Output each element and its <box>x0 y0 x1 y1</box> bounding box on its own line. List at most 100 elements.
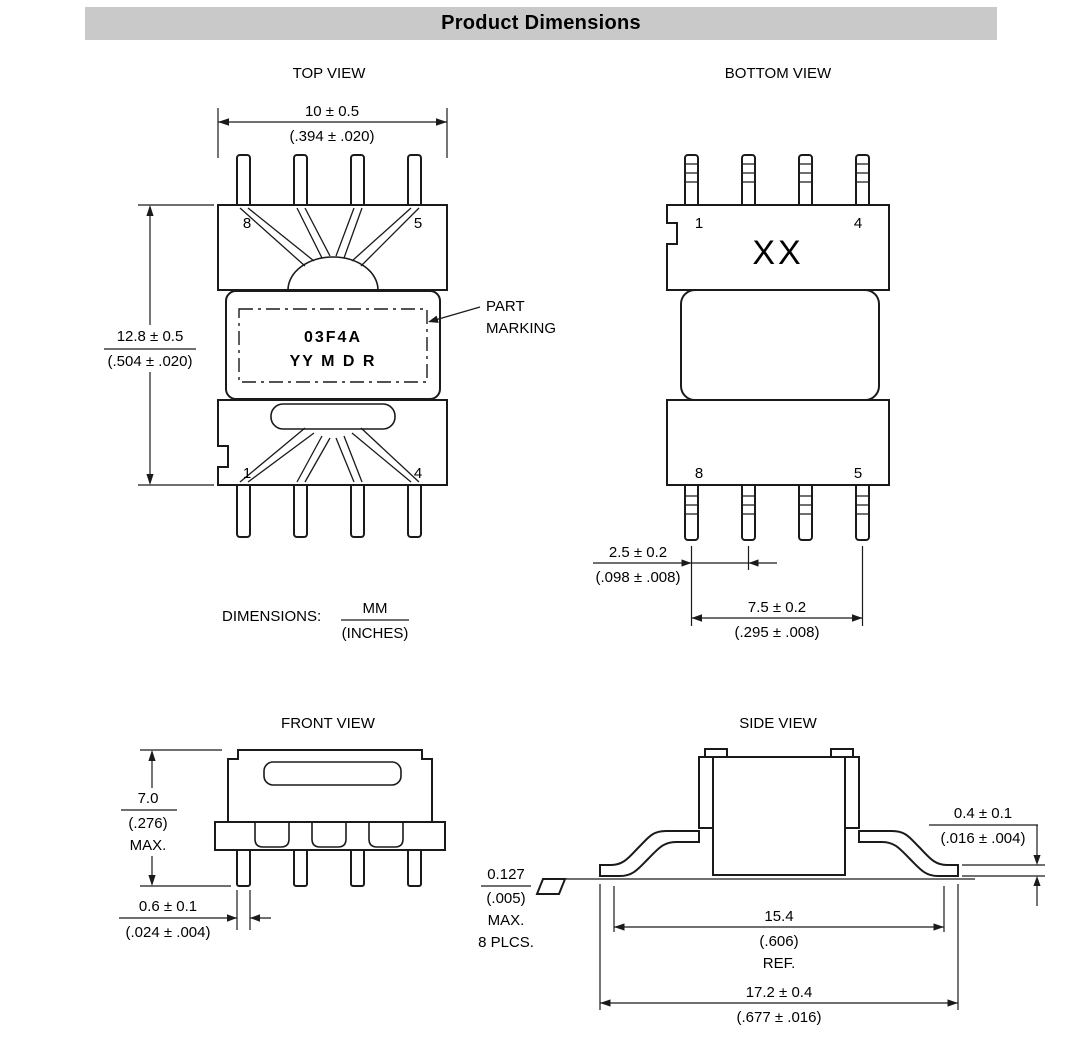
dim-inches: (.016 ± .004) <box>941 830 1026 847</box>
front-base <box>214 821 446 851</box>
side-flange-left <box>698 756 714 829</box>
dim-foot-span: 15.4 (.606) REF. <box>613 886 945 972</box>
dim-mm: 0.4 ± 0.1 <box>954 805 1012 822</box>
side-view: SIDE VIEW 0.4 ± 0.1 (.016 ± .004) 0 <box>478 715 1045 1026</box>
marking-outline <box>238 308 428 383</box>
dim-inches: (.098 ± .008) <box>596 569 681 586</box>
top-view-bottom-pins <box>236 482 422 538</box>
front-view-pins <box>236 847 422 887</box>
pin <box>407 847 422 887</box>
dim-inches: (.677 ± .016) <box>737 1009 822 1026</box>
dim-note: REF. <box>763 955 796 972</box>
side-leads <box>599 830 959 877</box>
pin-number: 8 <box>243 215 251 232</box>
coplanarity-note: 0.127 (.005) MAX. 8 PLCS. <box>478 866 567 951</box>
pin <box>236 482 251 538</box>
units-label: DIMENSIONS: <box>222 608 321 625</box>
pin <box>684 482 699 541</box>
part-marking-callout: PART MARKING <box>428 298 556 337</box>
bottom-view: BOTTOM VIEW 1 4 XX 8 5 <box>593 65 890 641</box>
dim-inches: (.005) <box>486 890 525 907</box>
pin <box>407 482 422 538</box>
bottom-flange <box>666 399 890 486</box>
dim-pin-width: 0.6 ± 0.1 (.024 ± .004) <box>119 890 271 941</box>
pin <box>350 154 365 208</box>
dim-note2: 8 PLCS. <box>478 934 534 951</box>
pin <box>293 482 308 538</box>
top-view-label: TOP VIEW <box>293 65 367 82</box>
page-title: Product Dimensions <box>441 12 641 34</box>
top-tab <box>830 748 854 758</box>
top-tab <box>704 748 728 758</box>
pin <box>407 154 422 208</box>
flatness-symbol <box>535 878 567 895</box>
pin <box>741 154 756 208</box>
dim-inches: (.276) <box>128 815 167 832</box>
dim-mm: 10 ± 0.5 <box>305 103 359 120</box>
dim-mm: 7.0 <box>138 790 159 807</box>
units-mm: MM <box>363 600 388 617</box>
dim-note1: MAX. <box>488 912 525 929</box>
pin <box>350 482 365 538</box>
side-flange-right <box>844 756 860 829</box>
bottom-view-label: BOTTOM VIEW <box>725 65 832 82</box>
front-view-label: FRONT VIEW <box>281 715 376 732</box>
dim-inches: (.024 ± .004) <box>126 924 211 941</box>
pin-number: 1 <box>695 215 703 232</box>
dim-inches: (.504 ± .020) <box>108 353 193 370</box>
top-flange <box>217 204 448 291</box>
dim-note: MAX. <box>130 837 167 854</box>
pin-number: 1 <box>243 465 251 482</box>
bottom-winding <box>239 403 420 483</box>
dim-mm: 7.5 ± 0.2 <box>748 599 806 616</box>
part-marking-line2: YY M D R <box>290 353 377 370</box>
dim-front-height: 7.0 (.276) MAX. <box>121 749 231 887</box>
dim-mm: 0.127 <box>487 866 525 883</box>
pin <box>798 482 813 541</box>
dim-top-height: 12.8 ± 0.5 (.504 ± .020) <box>104 204 214 486</box>
pin <box>855 482 870 541</box>
pin-number: 5 <box>854 465 862 482</box>
dim-inches: (.295 ± .008) <box>735 624 820 641</box>
top-winding <box>239 207 420 291</box>
dim-mm: 2.5 ± 0.2 <box>609 544 667 561</box>
page-title-bar: Product Dimensions <box>85 7 997 40</box>
units-inches: (INCHES) <box>342 625 409 642</box>
dim-mm: 0.6 ± 0.1 <box>139 898 197 915</box>
top-view: TOP VIEW 03F4A YY <box>104 65 556 538</box>
dim-mm: 17.2 ± 0.4 <box>746 984 813 1001</box>
front-view: FRONT VIEW 7.0 (.276) <box>119 715 446 941</box>
dim-mm: 15.4 <box>764 908 793 925</box>
pin <box>855 154 870 208</box>
pin-number: 4 <box>414 465 422 482</box>
front-slots <box>254 822 404 848</box>
dim-inches: (.606) <box>759 933 798 950</box>
top-view-top-pins <box>236 154 422 208</box>
pin <box>293 847 308 887</box>
side-core <box>712 756 846 876</box>
pin <box>236 154 251 208</box>
part-marking-line1: 03F4A <box>304 329 362 346</box>
pin <box>798 154 813 208</box>
pin <box>350 847 365 887</box>
callout-line1: PART <box>486 298 525 315</box>
side-view-label: SIDE VIEW <box>739 715 817 732</box>
center-bobbin <box>680 289 880 401</box>
marking-xx: XX <box>752 234 803 272</box>
units-note: DIMENSIONS: MM (INCHES) <box>222 600 409 642</box>
front-body <box>227 749 433 823</box>
core-window <box>263 761 402 786</box>
dim-inches: (.394 ± .020) <box>290 128 375 145</box>
bottom-view-bottom-pins <box>684 482 870 541</box>
pin <box>236 847 251 887</box>
dim-mm: 12.8 ± 0.5 <box>117 328 184 345</box>
gullwing-lead-right <box>858 830 959 877</box>
bottom-view-top-pins <box>684 154 870 208</box>
dim-pin-pitch: 2.5 ± 0.2 (.098 ± .008) <box>593 544 777 626</box>
dim-pin-span: 7.5 ± 0.2 (.295 ± .008) <box>691 546 864 641</box>
dim-top-width: 10 ± 0.5 (.394 ± .020) <box>217 103 448 158</box>
dim-lead-thickness: 0.4 ± 0.1 (.016 ± .004) <box>929 805 1045 906</box>
dim-overall-width: 17.2 ± 0.4 (.677 ± .016) <box>599 884 959 1026</box>
pin <box>293 154 308 208</box>
